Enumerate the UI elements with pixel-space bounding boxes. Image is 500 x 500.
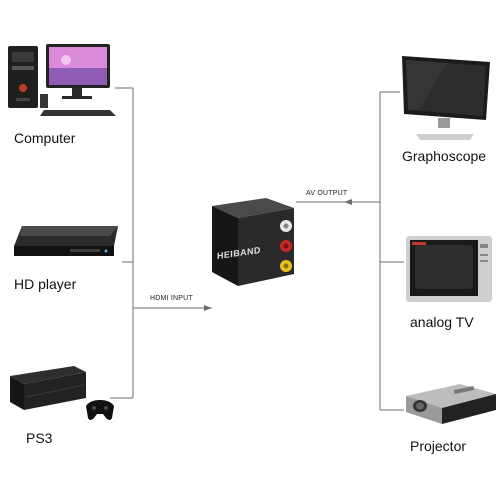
hdmi-arrow-icon xyxy=(204,305,212,311)
hd-player-label: HD player xyxy=(14,276,77,292)
hdmi-input-label: HDMI INPUT xyxy=(150,295,193,302)
hdmi-to-av-converter-icon: HEIBAND xyxy=(206,196,298,297)
analog-tv-label: analog TV xyxy=(410,314,474,330)
ps3-label: PS3 xyxy=(26,430,53,446)
projector-label: Projector xyxy=(410,438,467,454)
graphoscope-label: Graphoscope xyxy=(402,148,487,164)
hd-media-player-icon xyxy=(10,222,122,271)
av-arrow-icon xyxy=(344,199,352,205)
computer-label: Computer xyxy=(14,130,76,146)
projector-icon xyxy=(398,378,498,439)
game-console-icon xyxy=(4,362,116,429)
desktop-computer-icon xyxy=(6,38,118,123)
rca-jacks xyxy=(280,220,292,272)
av-output-label: AV OUTPUT xyxy=(306,190,348,197)
flat-monitor-icon xyxy=(398,52,494,147)
crt-tv-icon xyxy=(402,232,496,313)
